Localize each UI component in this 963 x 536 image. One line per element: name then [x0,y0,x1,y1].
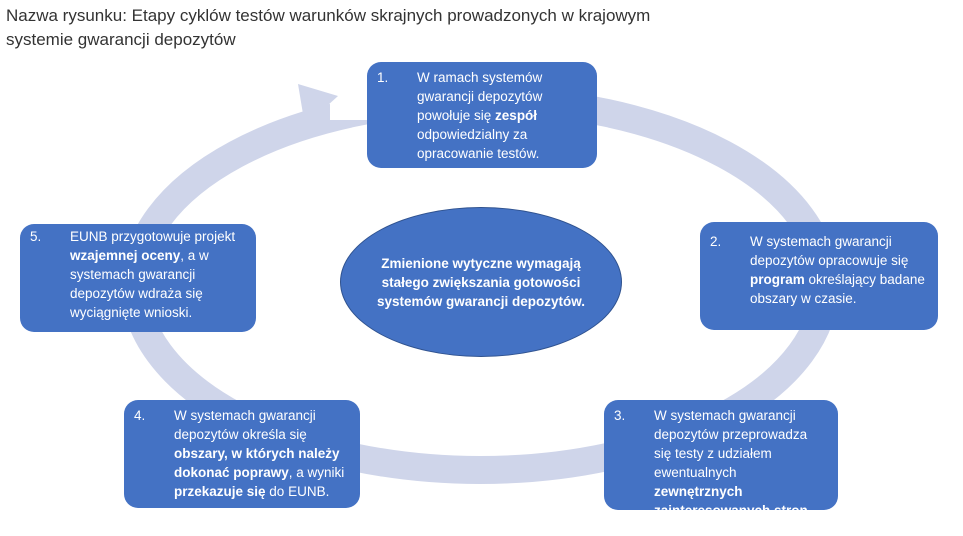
step-text: EUNB przygotowuje projekt wzajemnej ocen… [70,227,246,326]
step-text-bold: wzajemnej oceny [70,248,181,263]
step-number: 2. [710,234,722,249]
step-text-part: W systemach gwarancji depozytów określa … [174,408,316,442]
step-text-part: W systemach gwarancji depozytów przeprow… [654,408,808,480]
step-text-bold: program [750,272,805,287]
step-text-part: W ramach systemów gwarancji depozytów po… [417,70,543,123]
step-1-box: 1. W ramach systemów gwarancji depozytów … [367,62,597,168]
step-5-box: 5. EUNB przygotowuje projekt wzajemnej oc… [20,224,256,332]
step-text-bold: przekazuje się [174,484,266,499]
step-text: W ramach systemów gwarancji depozytów po… [417,68,587,162]
step-text-part: , a wyniki [288,465,345,480]
step-text: W systemach gwarancji depozytów określa … [174,406,350,502]
step-text-part: określający badane obszary w czasie. [750,272,925,306]
step-text: W systemach gwarancji depozytów przeprow… [654,406,828,518]
step-number: 4. [134,408,146,423]
step-text-bold: obszary, w których należy dokonać popraw… [174,446,340,480]
figure-title: Nazwa rysunku: Etapy cyklów testów warun… [6,6,651,49]
step-number: 5. [30,229,42,244]
step-text-part: EUNB przygotowuje projekt [70,229,236,244]
step-text-part: do EUNB. [265,484,330,499]
step-2-box: 2. W systemach gwarancji depozytów opraco… [700,222,938,330]
center-ellipse: Zmienione wytyczne wymagają stałego zwię… [340,207,622,357]
step-text-part: . [807,503,812,518]
step-number: 3. [614,408,626,423]
step-4-box: 4. W systemach gwarancji depozytów określ… [124,400,360,508]
arrowhead-icon [298,84,338,126]
step-text-part: odpowiedzialny za opracowanie testów. [417,127,540,161]
step-3-box: 3. W systemach gwarancji depozytów przepr… [604,400,838,518]
step-text-bold: zewnętrznych zainteresowanych stron [654,484,808,518]
step-text: W systemach gwarancji depozytów opracowu… [750,232,928,324]
step-text-part: W systemach gwarancji depozytów opracowu… [750,234,909,268]
step-text-part: , a w systemach gwarancji depozytów wdra… [70,248,209,320]
step-text-bold: zespół [495,108,538,123]
step-number: 1. [377,70,389,85]
